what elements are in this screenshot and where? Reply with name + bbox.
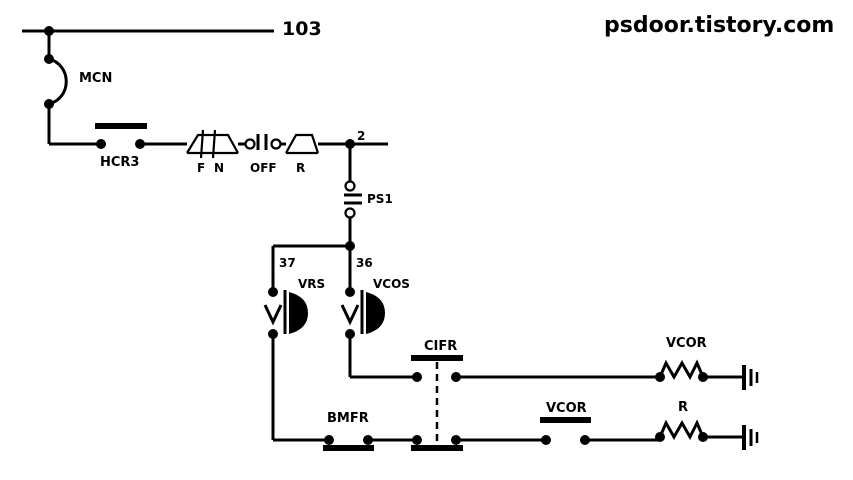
- node-2-label: 2: [357, 129, 365, 143]
- vrs-label: VRS: [298, 277, 325, 291]
- r-resistor-label: R: [678, 400, 688, 415]
- hcr3-label: HCR3: [100, 155, 139, 170]
- r-switch: [285, 133, 350, 155]
- vcos-sensor: [340, 287, 417, 379]
- site-watermark: psdoor.tistory.com: [604, 13, 834, 38]
- node-2: [345, 139, 388, 181]
- vcor-resistor: [655, 359, 742, 382]
- cifr-contact-lower: [411, 435, 546, 451]
- cifr-contact: [411, 355, 660, 382]
- selector-label-n: N: [214, 161, 224, 175]
- bus-103: [22, 26, 274, 36]
- r-switch-label: R: [296, 161, 305, 175]
- cifr-label: CIFR: [424, 339, 457, 354]
- node-37-label: 37: [279, 256, 296, 270]
- vcor-resistor-label: VCOR: [666, 336, 707, 351]
- ground-icon: [742, 425, 759, 450]
- fn-selector-switch: [186, 129, 246, 159]
- vrs-sensor: [263, 287, 308, 440]
- hcr3-contact: [95, 123, 147, 149]
- vcos-label: VCOS: [373, 277, 410, 291]
- junction-37-36: [271, 241, 355, 292]
- bmfr-contact: [323, 435, 417, 451]
- mcn-label: MCN: [79, 71, 112, 86]
- vcor-contact-label: VCOR: [546, 401, 587, 416]
- selector-label-f: F: [197, 161, 205, 175]
- node-36-label: 36: [356, 256, 373, 270]
- ps1-contact: [344, 180, 362, 246]
- off-contact: [244, 134, 286, 150]
- mcn-jumper: [44, 31, 68, 144]
- bmfr-label: BMFR: [327, 411, 369, 426]
- ground-icon: [742, 365, 759, 390]
- r-resistor: [655, 419, 742, 442]
- vcor-contact: [540, 417, 660, 445]
- wire-label-103: 103: [282, 18, 322, 40]
- ps1-label: PS1: [367, 192, 393, 206]
- off-label: OFF: [250, 161, 277, 175]
